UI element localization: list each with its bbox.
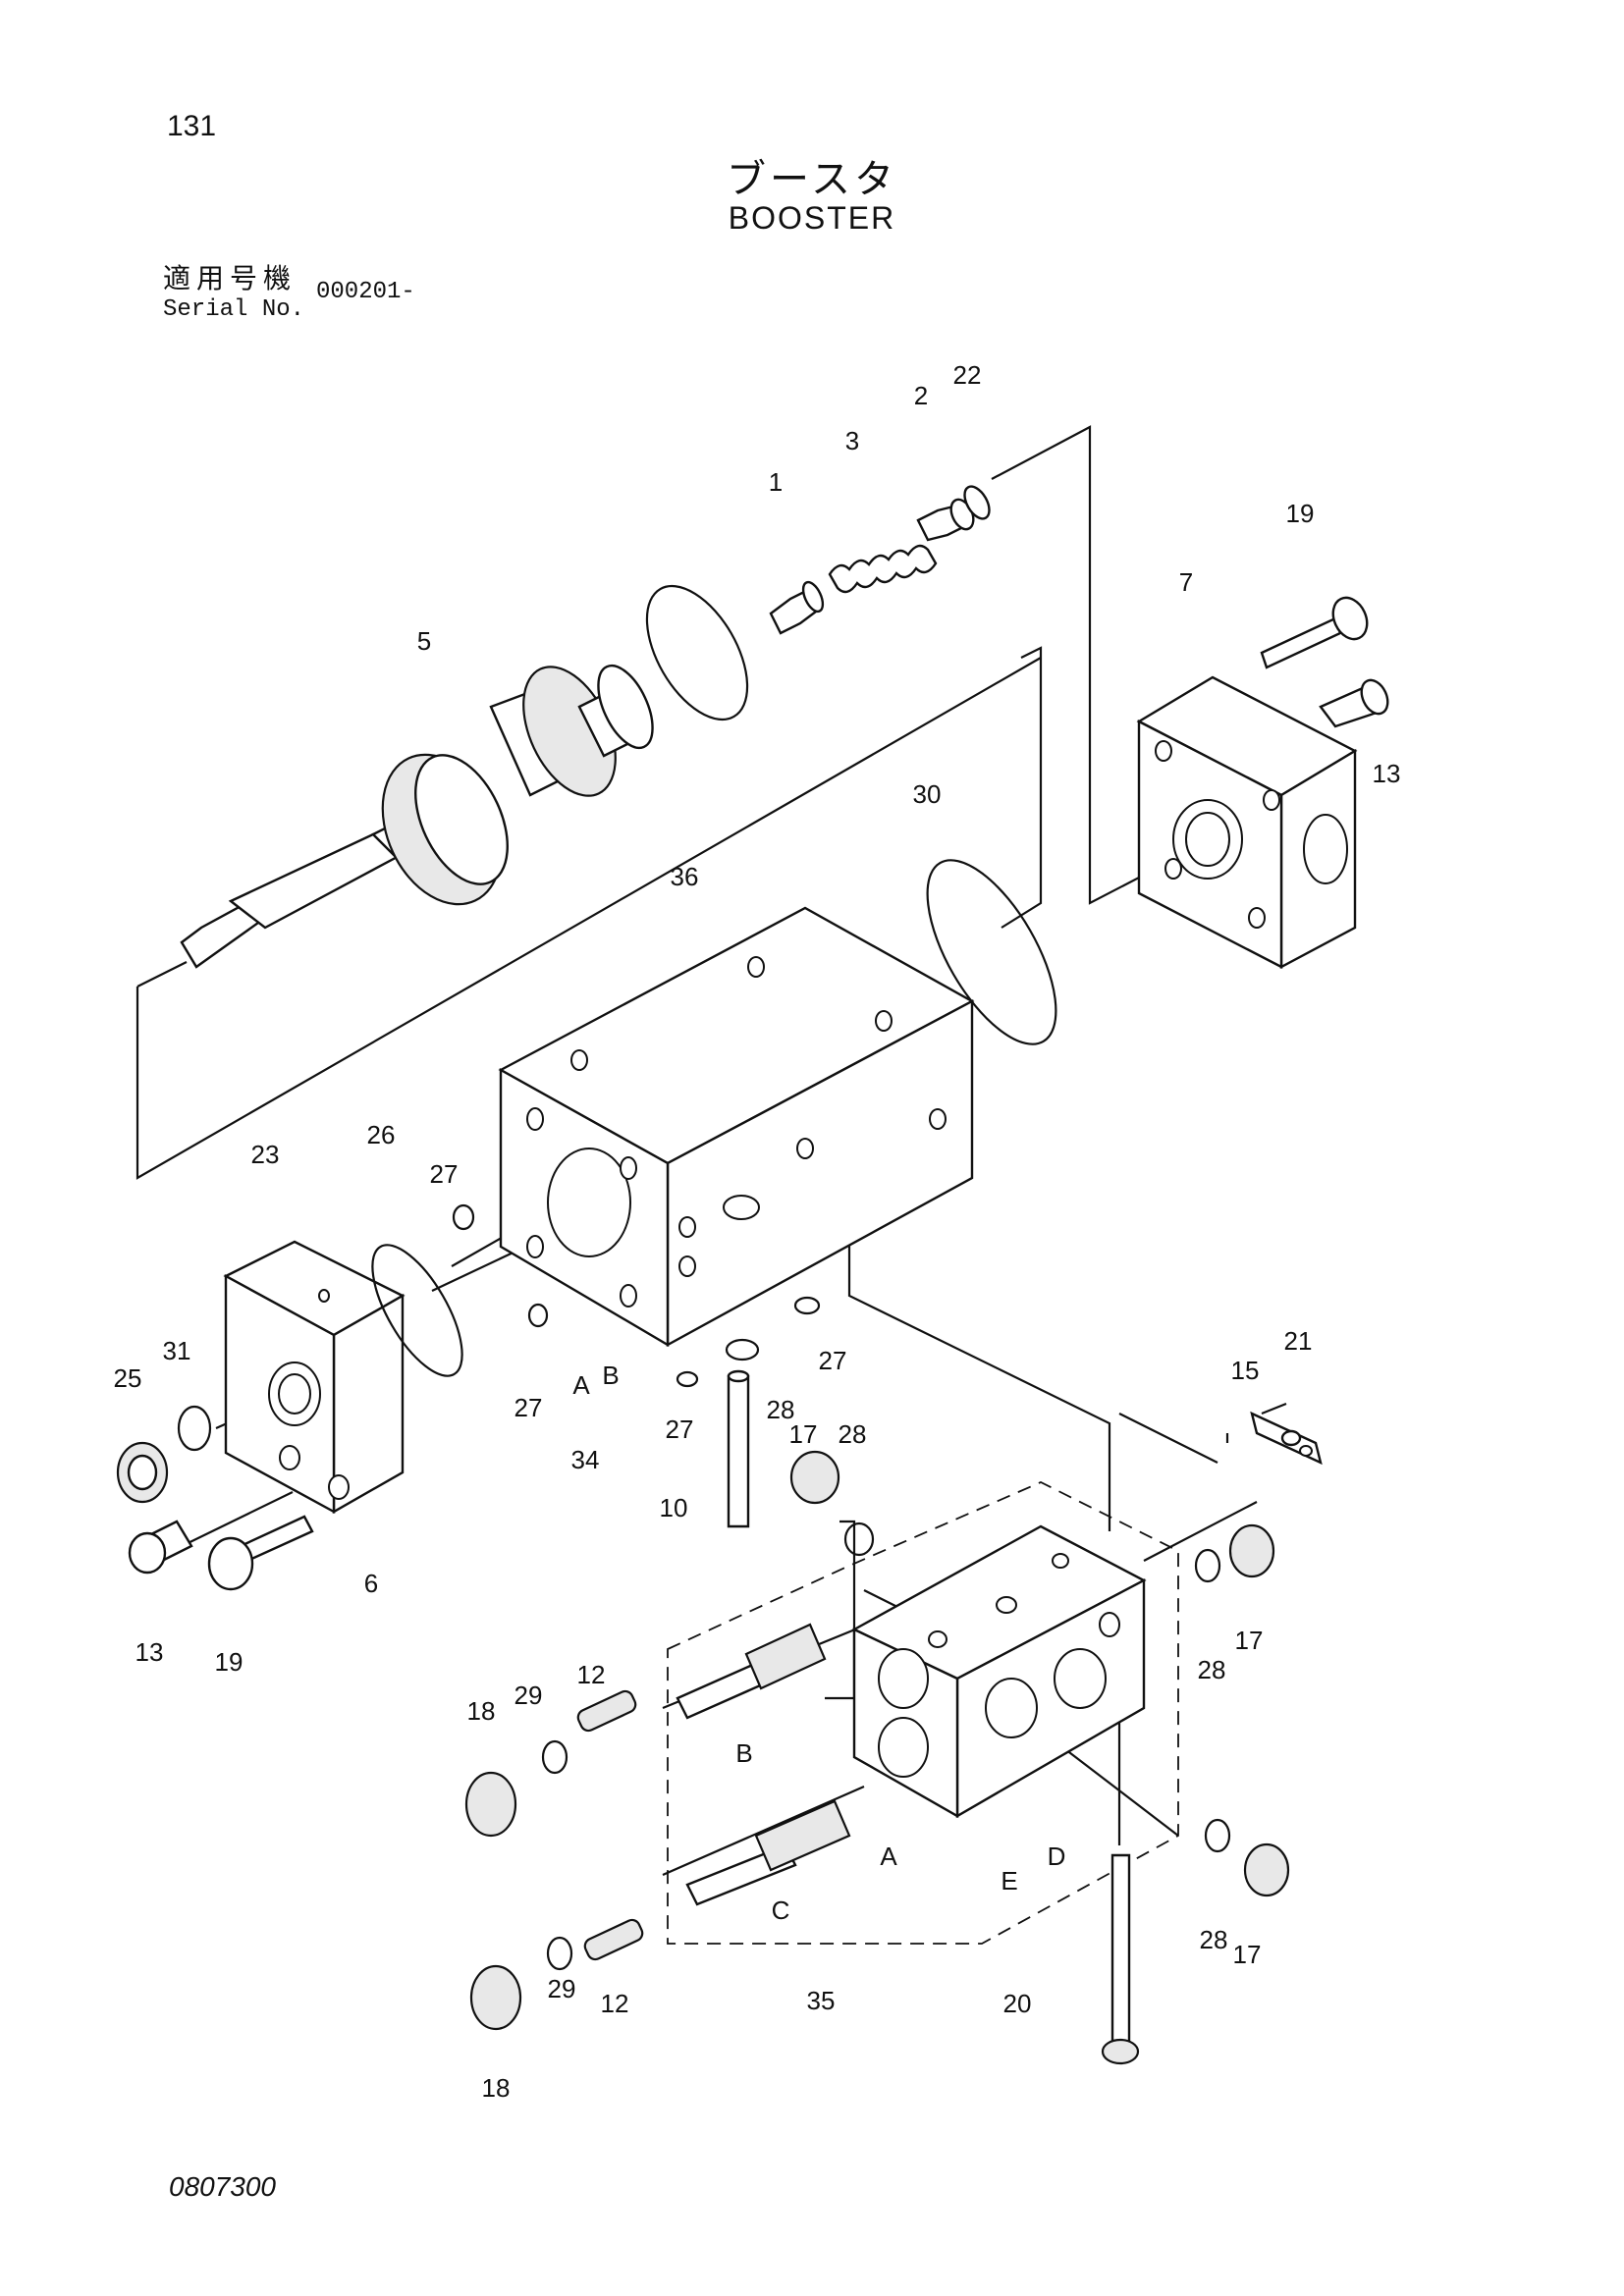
callout-label: 17	[1233, 1940, 1262, 1969]
callout-label: 27	[430, 1159, 459, 1189]
spool-b	[676, 1623, 827, 1720]
callout-label: 28	[1198, 1655, 1226, 1684]
callout-label: 12	[601, 1989, 629, 2018]
o-ring-part-36	[645, 584, 749, 721]
callout-label: 25	[114, 1363, 142, 1393]
cover-part-7	[1136, 675, 1358, 969]
callout-label: 23	[251, 1140, 280, 1169]
springs-part-12	[576, 1689, 644, 1961]
document-code: 0807300	[169, 2171, 277, 2202]
callout-label: 12	[577, 1660, 606, 1689]
callout-label: 35	[807, 1986, 836, 2015]
o-rings-part-29	[541, 1739, 573, 1971]
callout-label: 27	[819, 1346, 847, 1375]
plugs-part-18	[464, 1771, 522, 2031]
callout-label: 17	[789, 1419, 818, 1449]
callout-label: 36	[671, 862, 699, 891]
callout-label: 3	[845, 426, 859, 455]
bolt-part-19-upper	[1260, 596, 1369, 669]
callout-label: C	[772, 1896, 790, 1925]
title-english: BOOSTER	[728, 200, 896, 236]
o-ring-part-26	[371, 1244, 463, 1377]
o-ring-part-30	[926, 859, 1057, 1045]
spring-part-3	[828, 544, 938, 594]
callout-label: 29	[548, 1974, 576, 2003]
callout-label: 17	[1235, 1626, 1264, 1655]
callout-label: 28	[767, 1395, 795, 1424]
callout-label: 27	[666, 1415, 694, 1444]
ring-part-22	[963, 485, 991, 520]
callout-label: A	[880, 1842, 897, 1871]
callout-label: 26	[367, 1120, 396, 1149]
fitting-part-13-upper	[1319, 678, 1389, 728]
plug-part-1	[769, 580, 825, 635]
serial-number-value: 000201-	[316, 279, 415, 305]
plugs-part-17	[789, 1450, 1290, 1897]
bolt-part-19-lower	[207, 1515, 314, 1591]
callout-label: 2	[914, 381, 928, 410]
callout-label: 27	[514, 1393, 543, 1422]
callout-labels: 1235671012121313151717171818191920212223…	[114, 360, 1401, 2103]
callout-label: 31	[163, 1336, 191, 1365]
callout-label: 34	[571, 1445, 600, 1474]
callout-label: B	[735, 1738, 752, 1768]
title-japanese: ブースタ	[727, 158, 897, 201]
callout-label: 5	[417, 626, 431, 656]
bolt-part-20	[1101, 1853, 1140, 2065]
serial-label-japanese: 適用号機	[163, 263, 298, 294]
callout-label: 29	[514, 1681, 543, 1710]
callout-label: 13	[135, 1637, 164, 1667]
callout-label: 19	[215, 1647, 244, 1677]
callout-label: 10	[660, 1493, 688, 1522]
serial-label-english: Serial No.	[163, 296, 305, 323]
callout-label: 1	[769, 467, 783, 497]
callout-label: D	[1048, 1842, 1066, 1871]
callout-label: 28	[1200, 1925, 1228, 1954]
small-o-rings	[452, 1203, 1231, 1853]
callout-label: 30	[913, 779, 942, 809]
o-ring-part-31	[177, 1405, 212, 1452]
callout-label: 28	[839, 1419, 867, 1449]
callout-label: 6	[364, 1569, 378, 1598]
piston-shaft-part-5	[180, 664, 654, 969]
callout-label: 15	[1231, 1356, 1260, 1385]
spool-c	[685, 1799, 851, 1906]
callout-label: 13	[1373, 759, 1401, 788]
callout-label: E	[1001, 1866, 1017, 1896]
callout-label: 20	[1003, 1989, 1032, 2018]
callout-label: 18	[482, 2073, 511, 2103]
callout-label: A	[572, 1370, 590, 1400]
page-number: 131	[167, 110, 217, 142]
callout-label: B	[602, 1361, 619, 1390]
callout-label: 18	[467, 1696, 496, 1726]
callout-label: 7	[1179, 567, 1193, 597]
plug-part-25	[116, 1441, 169, 1504]
callout-label: 21	[1284, 1326, 1313, 1356]
callout-label: 19	[1286, 499, 1315, 528]
booster-housing	[498, 906, 975, 1348]
end-cover-part-6	[223, 1240, 406, 1515]
callout-label: 22	[953, 360, 982, 390]
screw-part-21	[1280, 1429, 1302, 1447]
pin-part-10	[727, 1369, 750, 1528]
valve-block-part-35	[851, 1524, 1147, 1819]
fitting-part-13-lower	[128, 1520, 193, 1575]
